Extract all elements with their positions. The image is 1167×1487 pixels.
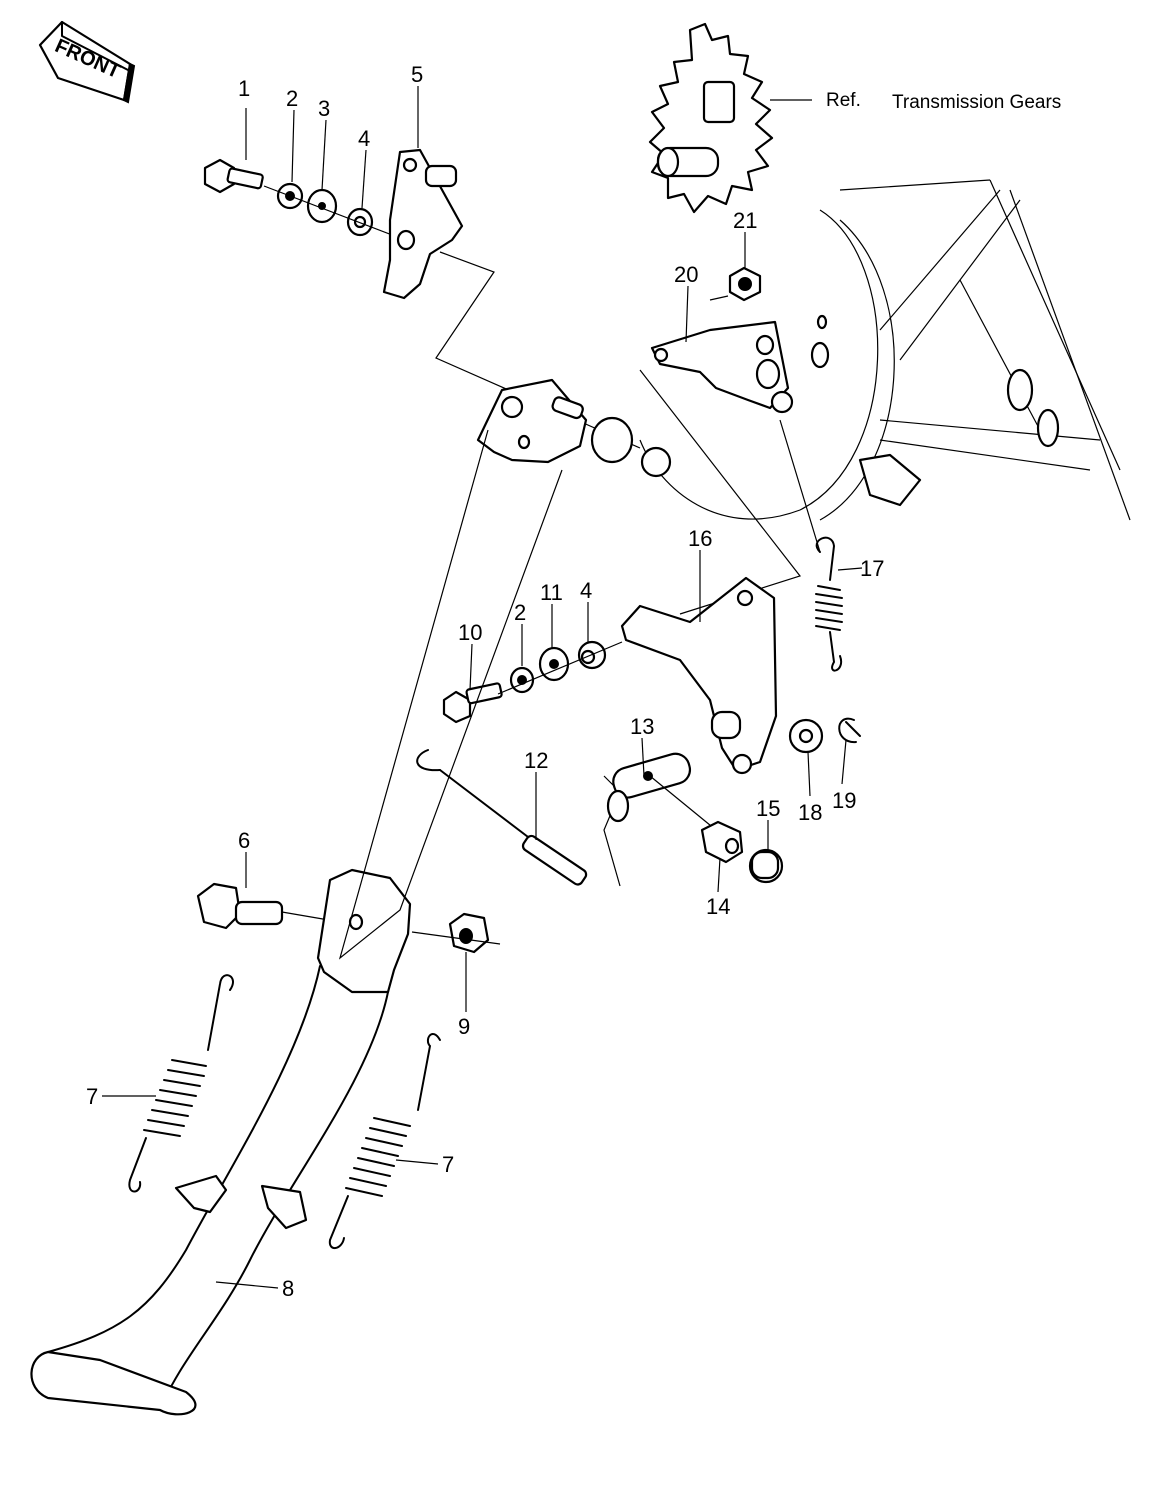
callout-20: 20 bbox=[674, 262, 698, 287]
leader-lines bbox=[102, 86, 863, 1289]
callout-labels: 1 2 3 4 5 21 20 16 17 10 2 11 4 13 12 18… bbox=[86, 62, 884, 1301]
callout-2: 2 bbox=[286, 86, 298, 111]
part-12-rod bbox=[416, 749, 588, 886]
callout-9: 9 bbox=[458, 1014, 470, 1039]
callout-14: 14 bbox=[706, 894, 730, 919]
part-17-spring bbox=[815, 536, 843, 672]
callout-6: 6 bbox=[238, 828, 250, 853]
callout-1: 1 bbox=[238, 76, 250, 101]
callout-5: 5 bbox=[411, 62, 423, 87]
part-9-nut bbox=[448, 912, 490, 954]
part-3-washer bbox=[306, 188, 338, 224]
part-5-bracket bbox=[382, 148, 464, 300]
callout-10: 10 bbox=[458, 620, 482, 645]
callout-19: 19 bbox=[832, 788, 856, 813]
part-2-washer-b bbox=[509, 666, 535, 694]
sprocket-icon bbox=[648, 22, 774, 214]
frame-outline bbox=[639, 179, 1131, 521]
callout-2b: 2 bbox=[514, 600, 526, 625]
part-2-washer bbox=[276, 182, 304, 210]
part-4-collar bbox=[346, 207, 374, 237]
part-11-washer bbox=[538, 646, 570, 682]
callout-15: 15 bbox=[756, 796, 780, 821]
part-13-pin bbox=[606, 752, 692, 823]
part-15-collar bbox=[748, 848, 784, 884]
part-18-washer bbox=[788, 718, 824, 754]
callout-11: 11 bbox=[540, 580, 563, 605]
part-6-bolt bbox=[196, 882, 284, 930]
callout-7b: 7 bbox=[442, 1152, 454, 1177]
pivot-block bbox=[476, 378, 672, 478]
part-1-bolt bbox=[203, 158, 264, 194]
callout-4: 4 bbox=[358, 126, 370, 151]
part-16-plate bbox=[620, 576, 778, 775]
callout-4b: 4 bbox=[580, 578, 592, 603]
callout-7: 7 bbox=[86, 1084, 98, 1109]
part-8-side-stand bbox=[30, 868, 412, 1416]
callout-8: 8 bbox=[282, 1276, 294, 1301]
part-20-bracket bbox=[650, 320, 794, 414]
part-7-spring-left bbox=[128, 974, 234, 1193]
part-14-nut bbox=[700, 820, 744, 864]
callout-3: 3 bbox=[318, 96, 330, 121]
part-19-circlip bbox=[838, 717, 861, 744]
front-arrow-badge: FRONT bbox=[38, 20, 136, 104]
callout-12: 12 bbox=[524, 748, 548, 773]
reference-prefix: Ref. bbox=[826, 90, 861, 111]
part-10-bolt bbox=[442, 682, 503, 724]
part-7-spring-right bbox=[328, 1033, 441, 1249]
callout-21: 21 bbox=[733, 208, 757, 233]
callout-16: 16 bbox=[688, 526, 712, 551]
callout-18: 18 bbox=[798, 800, 822, 825]
callout-13: 13 bbox=[630, 714, 654, 739]
reference-text: Transmission Gears bbox=[892, 92, 1061, 113]
callout-17: 17 bbox=[860, 556, 884, 581]
part-21-nut bbox=[728, 266, 762, 302]
